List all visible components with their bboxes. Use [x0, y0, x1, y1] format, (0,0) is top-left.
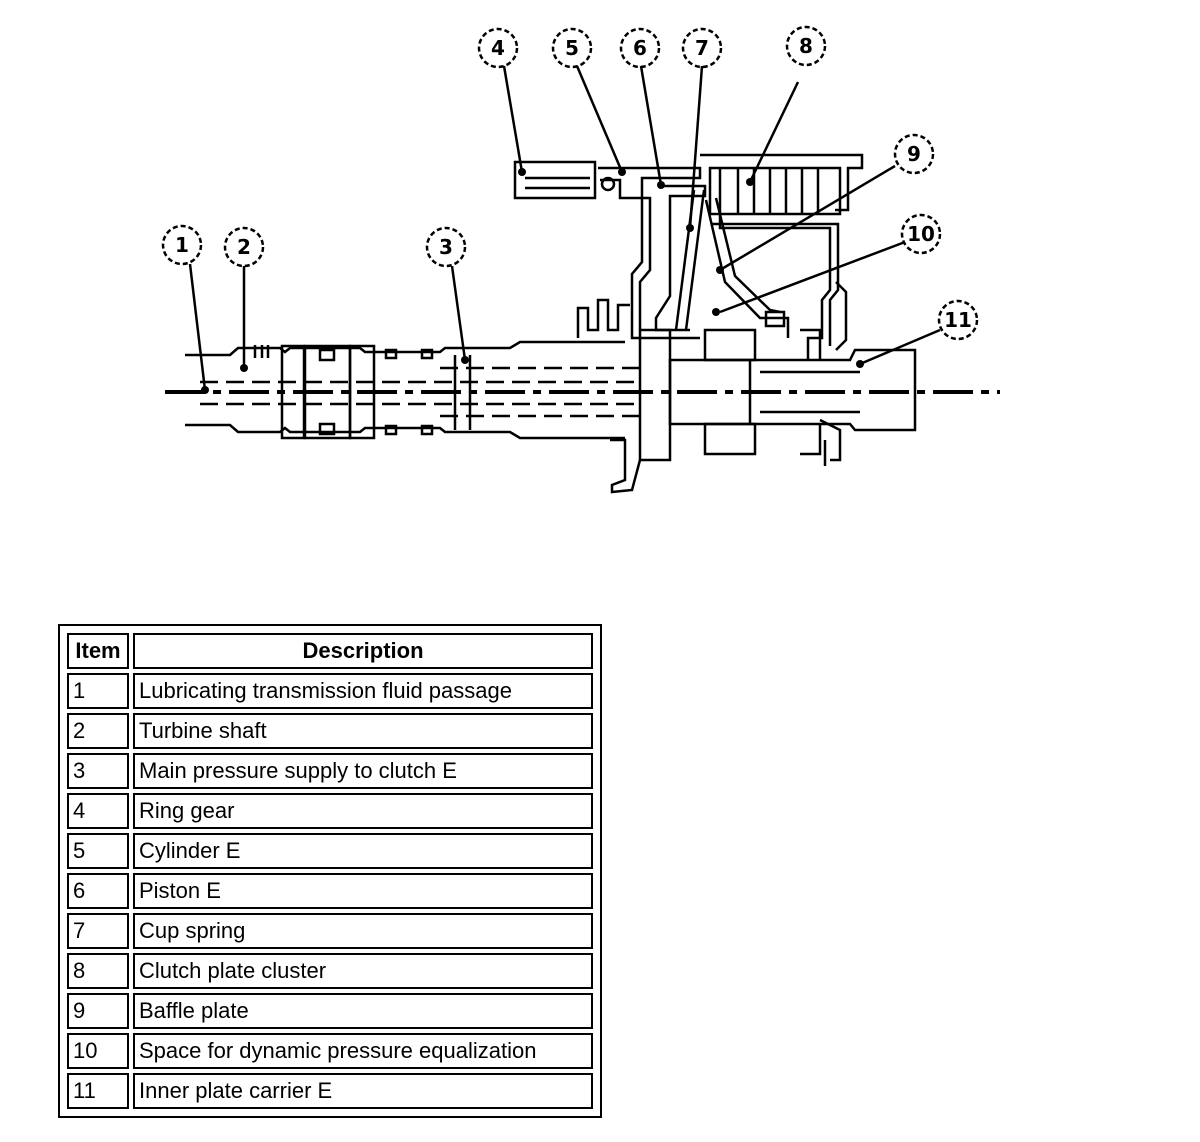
callout-4: 4	[491, 36, 505, 60]
item-number: 1	[67, 673, 129, 709]
item-description: Cup spring	[133, 913, 593, 949]
item-description: Cylinder E	[133, 833, 593, 869]
item-description: Space for dynamic pressure equalization	[133, 1033, 593, 1069]
item-description: Inner plate carrier E	[133, 1073, 593, 1109]
table-row: 8 Clutch plate cluster	[67, 953, 593, 989]
item-number: 9	[67, 993, 129, 1029]
callout-9: 9	[907, 142, 921, 166]
item-description: Lubricating transmission fluid passage	[133, 673, 593, 709]
item-number: 8	[67, 953, 129, 989]
item-number: 3	[67, 753, 129, 789]
callout-3: 3	[439, 235, 453, 259]
callout-8: 8	[799, 34, 813, 58]
callout-7: 7	[695, 36, 709, 60]
item-number: 7	[67, 913, 129, 949]
item-description: Main pressure supply to clutch E	[133, 753, 593, 789]
callout-11: 11	[944, 308, 972, 332]
item-number: 10	[67, 1033, 129, 1069]
table-row: 3 Main pressure supply to clutch E	[67, 753, 593, 789]
callout-5: 5	[565, 36, 579, 60]
table-row: 4 Ring gear	[67, 793, 593, 829]
item-column-header: Item	[67, 633, 129, 669]
table-row: 2 Turbine shaft	[67, 713, 593, 749]
description-column-header: Description	[133, 633, 593, 669]
callout-2: 2	[237, 235, 251, 259]
item-number: 2	[67, 713, 129, 749]
item-description: Clutch plate cluster	[133, 953, 593, 989]
legend-table-frame: Item Description 1 Lubricating transmiss…	[58, 624, 602, 1118]
legend-header-row: Item Description	[67, 633, 593, 669]
table-row: 1 Lubricating transmission fluid passage	[67, 673, 593, 709]
item-number: 6	[67, 873, 129, 909]
table-row: 9 Baffle plate	[67, 993, 593, 1029]
callout-10: 10	[907, 222, 935, 246]
legend-table: Item Description 1 Lubricating transmiss…	[63, 629, 597, 1113]
callout-6: 6	[633, 36, 647, 60]
item-description: Baffle plate	[133, 993, 593, 1029]
table-row: 5 Cylinder E	[67, 833, 593, 869]
item-description: Ring gear	[133, 793, 593, 829]
callout-1: 1	[175, 233, 189, 257]
table-row: 11 Inner plate carrier E	[67, 1073, 593, 1109]
item-description: Turbine shaft	[133, 713, 593, 749]
item-number: 4	[67, 793, 129, 829]
table-row: 10 Space for dynamic pressure equalizati…	[67, 1033, 593, 1069]
item-description: Piston E	[133, 873, 593, 909]
table-row: 6 Piston E	[67, 873, 593, 909]
table-row: 7 Cup spring	[67, 913, 593, 949]
clutch-e-cross-section-diagram: 1 2 3 4 5 6 7 8 9 10 11	[161, 25, 1000, 494]
item-number: 11	[67, 1073, 129, 1109]
item-number: 5	[67, 833, 129, 869]
